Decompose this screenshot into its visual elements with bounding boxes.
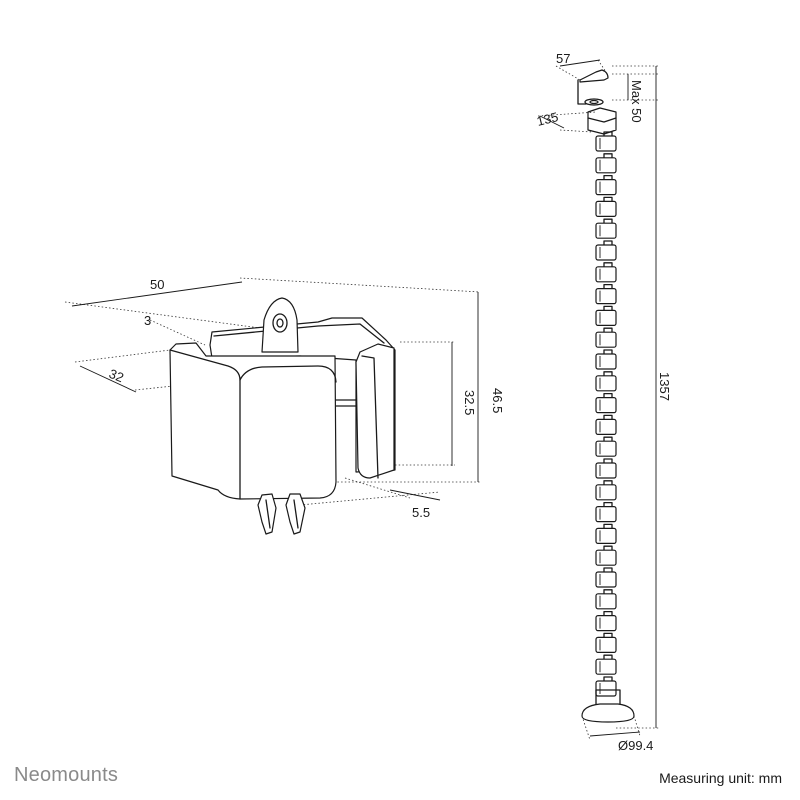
spine-segment [595, 131, 617, 152]
spine-segment [595, 676, 617, 697]
spine-segment [595, 240, 617, 261]
spine-segment [595, 458, 617, 479]
dim-depth-label: 32 [107, 366, 126, 385]
dim-clamp-max-label: Max 50 [629, 80, 644, 123]
spine-segments [595, 131, 617, 697]
dim-inner-height-label: 32.5 [462, 390, 477, 415]
spine-segment [595, 436, 617, 457]
spine-segment [595, 349, 617, 370]
spine-segment [595, 327, 617, 348]
dim-width-label: 50 [150, 277, 164, 292]
dim-clamp-depth-label: 135 [535, 109, 560, 129]
spine-segment [595, 218, 617, 239]
dim-clamp-width-label: 57 [556, 51, 570, 66]
spine-segment [595, 283, 617, 305]
spine-segment [595, 262, 617, 283]
brand-logo: Neomounts [14, 764, 119, 786]
cable-clip-drawing [64, 277, 481, 535]
dim-base-diameter-label: Ø99.4 [618, 738, 653, 753]
spine-segment [595, 589, 617, 610]
spine-segment [595, 196, 617, 217]
spine-segment [595, 632, 617, 654]
spine-segment [595, 523, 617, 545]
spine-segment [595, 567, 617, 588]
spine-segment [595, 545, 617, 566]
spine-segment [595, 480, 617, 501]
spine-segment [595, 174, 617, 196]
dim-thickness-label: 3 [144, 313, 151, 328]
spine-segment [595, 610, 617, 632]
spine-segment [595, 654, 617, 675]
spine-segment [595, 501, 617, 523]
dim-length-label: 1357 [657, 372, 672, 401]
cable-spine-drawing [537, 59, 660, 741]
dim-total-height-label: 46.5 [490, 388, 505, 413]
spine-segment [595, 392, 617, 414]
dim-slot-label: 5.5 [412, 505, 430, 520]
spine-segment [595, 414, 617, 435]
measuring-unit-note: Measuring unit: mm [659, 770, 782, 786]
spine-segment [595, 371, 617, 392]
spine-segment [595, 153, 617, 174]
spine-segment [595, 305, 617, 326]
